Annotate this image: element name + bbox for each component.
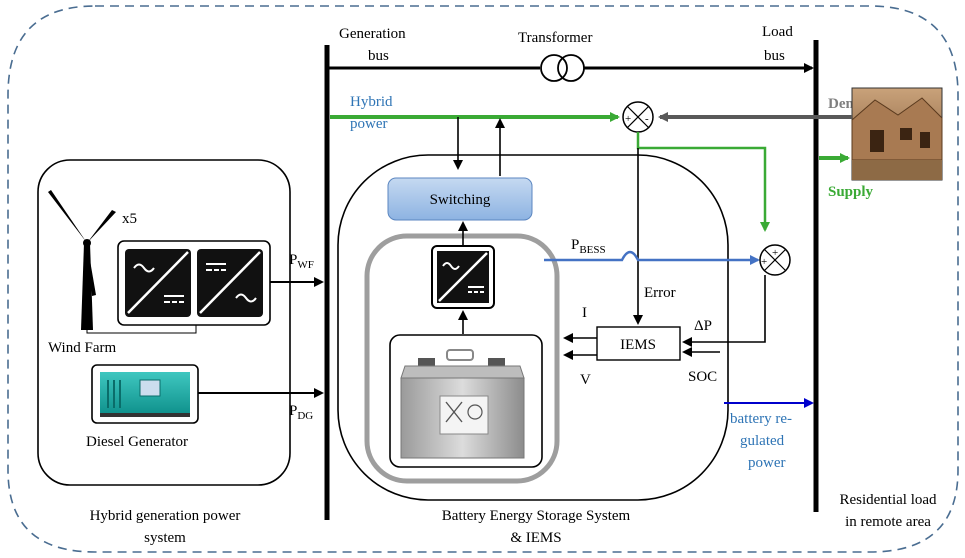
delta-p-label: ΔP	[694, 318, 712, 334]
summing-right-plus-left: +	[761, 256, 767, 268]
bess-container	[337, 154, 729, 501]
summing-junction-right	[759, 244, 791, 276]
transformer-coil-right	[557, 54, 585, 82]
generation-bus-label-1: Generation	[339, 26, 406, 42]
hybrid-system-caption-2: system	[144, 530, 186, 546]
p-dg-label: PDG	[289, 403, 313, 422]
supply-label: Supply	[828, 184, 874, 200]
hybrid-power-label-2: power	[350, 116, 388, 132]
diesel-generator-icon	[100, 372, 190, 417]
summing-top-plus: +	[625, 113, 631, 125]
delta-p-line	[682, 275, 766, 347]
bess-caption-1: Battery Energy Storage System	[442, 508, 631, 524]
transformer-label: Transformer	[518, 30, 592, 46]
battery-regulated-label-3: power	[748, 455, 786, 471]
generation-bus-label-2: bus	[368, 48, 389, 64]
residential-caption-2: in remote area	[845, 514, 931, 530]
hybrid-system-caption-1: Hybrid generation power	[90, 508, 241, 524]
house-icon	[851, 87, 943, 181]
current-label: I	[582, 305, 587, 321]
load-bus-label-1: Load	[762, 24, 793, 40]
p-bess-line	[544, 250, 760, 265]
x5-label: x5	[122, 211, 137, 227]
battery-regulated-label-1: battery re-	[730, 411, 792, 427]
error-label: Error	[644, 285, 676, 301]
wind-farm-label: Wind Farm	[48, 340, 116, 356]
bess-caption-2: & IEMS	[510, 530, 561, 546]
dc-ac-converter-icon	[197, 249, 263, 317]
iems-block	[596, 326, 681, 361]
iems-label: IEMS	[620, 337, 656, 353]
summing-top-minus: -	[645, 113, 649, 125]
battery-frame	[364, 233, 560, 484]
battery-inverter-icon	[431, 245, 495, 309]
transformer-coil-left	[540, 54, 568, 82]
hybrid-power-label-1: Hybrid	[350, 94, 393, 110]
voltage-label: V	[580, 372, 591, 388]
p-bess-label: PBESS	[571, 237, 606, 256]
switching-block	[387, 177, 533, 221]
summing-right-plus-top: +	[772, 247, 778, 259]
ac-dc-converter-icon	[125, 249, 191, 317]
battery-regulated-label-2: gulated	[740, 433, 785, 449]
error-feed-line	[636, 132, 770, 232]
residential-caption-1: Residential load	[839, 492, 937, 508]
turbine-to-converter-line	[86, 318, 197, 334]
switching-label: Switching	[430, 192, 491, 208]
soc-label: SOC	[688, 369, 717, 385]
wind-turbine-icon	[48, 190, 116, 330]
outer-dashed-border	[7, 5, 959, 553]
p-wf-label: PWF	[289, 252, 314, 271]
load-bus-label-2: bus	[764, 48, 785, 64]
battery-icon	[400, 349, 525, 459]
diesel-generator-label: Diesel Generator	[86, 434, 188, 450]
hybrid-generation-box	[37, 159, 291, 486]
